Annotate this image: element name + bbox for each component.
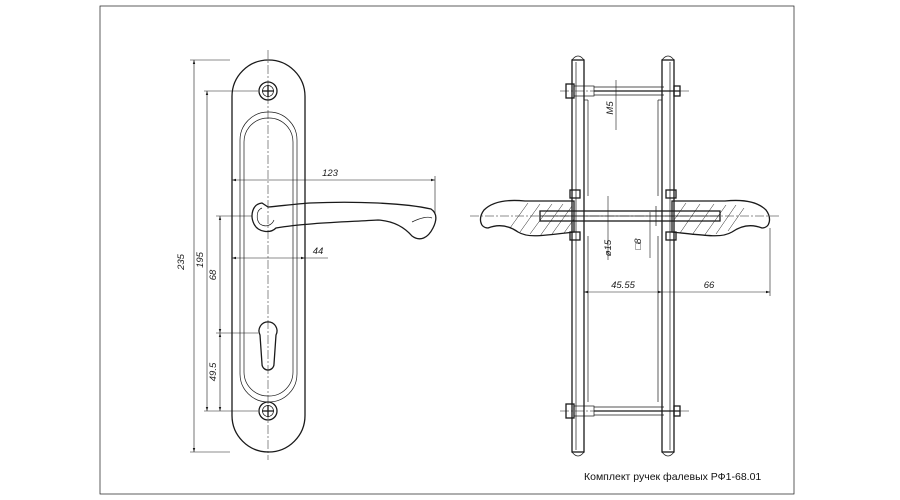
left-lever-section	[479, 199, 575, 237]
drawing-frame	[99, 5, 795, 495]
top-screw-icon	[258, 81, 278, 101]
front-view: 235 195 68 49.5 123 44	[176, 50, 437, 460]
lever-handle-inner	[256, 207, 275, 227]
dim-screw-size: M5	[605, 101, 616, 115]
dim-spindle-square: □8	[633, 238, 644, 250]
left-plate	[571, 59, 585, 453]
dim-lever-offset: 44	[313, 246, 324, 257]
backplate-inner-panel	[239, 111, 298, 403]
keyhole-icon	[258, 321, 278, 371]
right-plate	[661, 59, 675, 453]
bottom-bolt	[560, 403, 690, 419]
dim-total-height: 235	[176, 253, 187, 271]
left-hatch	[509, 202, 575, 237]
dim-handle-to-key: 68	[208, 269, 219, 280]
dim-lever-length: 123	[322, 168, 339, 179]
dim-left-projection: 45.55	[611, 280, 635, 291]
right-lever-section	[671, 199, 771, 237]
dim-spindle-diameter: ø15	[603, 239, 614, 256]
dim-screw-distance: 195	[195, 251, 206, 268]
dim-key-to-screw: 49.5	[208, 362, 219, 381]
drawing-caption: Комплект ручек фалевых РФ1-68.01	[584, 471, 762, 483]
backplate-outline	[231, 59, 306, 453]
top-bolt	[560, 83, 690, 99]
dim-right-projection: 66	[704, 280, 715, 291]
backplate-inner-panel-2	[243, 117, 294, 397]
lever-handle	[251, 201, 437, 240]
lever-tip-detail	[411, 216, 433, 223]
bottom-screw-icon	[258, 401, 278, 421]
side-view: M5 ø15 □8 45.55 66	[470, 55, 780, 457]
